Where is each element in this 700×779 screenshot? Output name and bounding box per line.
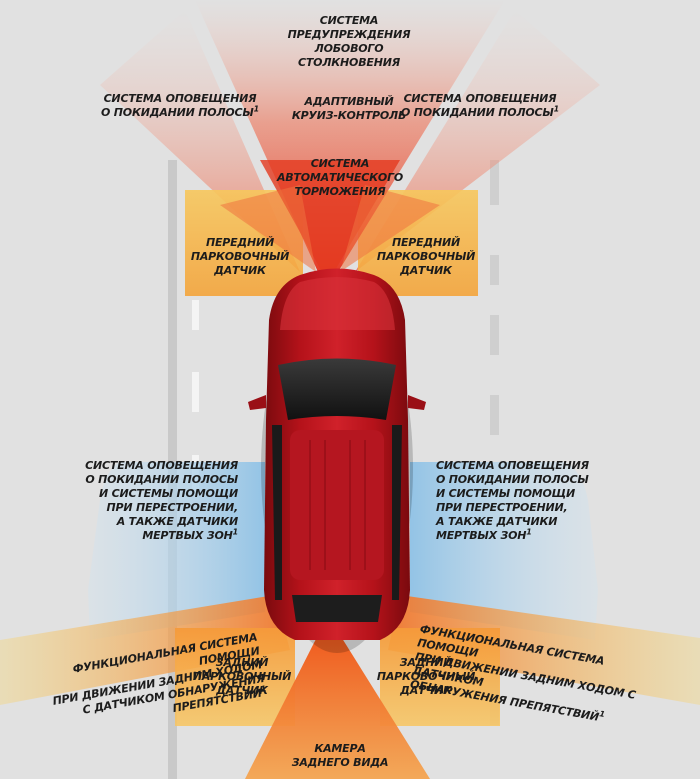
rear-assist-zone-right [388,595,700,705]
footnote-mark: 1 [232,527,239,537]
rear-parking-zone-right [380,628,500,726]
footnote-mark: 1 [526,527,532,537]
blind-spot-left-label: Система оповещения о покидании полосы и … [70,459,238,543]
footnote-mark: 1 [553,104,560,114]
front-parking-left-label: Передний парковочный датчик [190,236,290,277]
rear-assist-zone-left [0,595,290,705]
rear-camera-zone [245,635,430,779]
front-parking-right-label: Передний парковочный датчик [376,236,476,277]
forward-collision-label: Система предупреждения лобового столкнов… [287,14,411,69]
rear-camera-label: Камера заднего вида [291,742,389,769]
lane-departure-left-text: Система оповещения о покидании полосы [101,92,257,119]
auto-braking-label: Система автоматического торможения [276,157,404,198]
footnote-mark: 1 [598,709,606,720]
blind-spot-right-text: Система оповещения о покидании полосы и … [436,459,589,542]
car-icon [248,268,426,653]
adaptive-cruise-label: Адаптивный круиз-контроль [291,95,407,122]
blind-spot-zone-right [410,462,598,640]
footnote-mark: 1 [253,104,260,114]
lane-departure-left-label: Система оповещения о покидании полосы1 [100,92,260,120]
blind-spot-left-text: Система оповещения о покидании полосы и … [85,459,238,542]
rear-parking-right-label: Задний парковочный датчик [376,656,476,697]
blind-spot-right-label: Система оповещения о покидании полосы и … [436,459,604,543]
rear-parking-left-label: Задний парковочный датчик [192,656,292,697]
lane-departure-right-text: Система оповещения о покидании полосы [401,92,557,119]
blind-spot-zone-left [88,462,265,640]
forward-radar-zone [195,0,505,272]
rear-parking-zone-left [175,628,295,726]
lane-departure-right-label: Система оповещения о покидании полосы1 [400,92,560,120]
